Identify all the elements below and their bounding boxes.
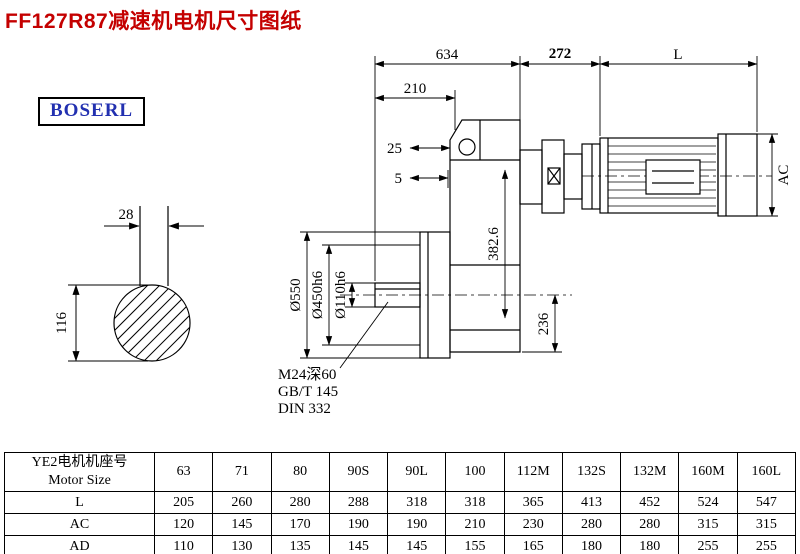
page-title: FF127R87减速机电机尺寸图纸 (5, 10, 302, 33)
cell-AC-2: 170 (270, 513, 330, 536)
centerlines (340, 175, 772, 296)
size-col-3: 90S (328, 452, 389, 492)
dim-236-label: 236 (536, 312, 552, 335)
size-col-8: 132M (620, 452, 680, 492)
dim-634-label: 634 (436, 47, 459, 63)
cell-AD-8: 180 (620, 535, 680, 554)
cell-AC-9: 315 (678, 513, 738, 536)
note-tap-label: M24深60 (278, 366, 336, 383)
cell-L-2: 280 (270, 491, 330, 514)
cell-L-5: 318 (445, 491, 505, 514)
dia-550-label: Ø550 (288, 278, 304, 311)
cell-L-10: 547 (736, 491, 797, 514)
cell-AC-7: 280 (561, 513, 622, 536)
cell-AD-4: 145 (387, 535, 447, 554)
row-AD-label: AD (4, 535, 155, 554)
cell-AD-0: 110 (153, 535, 214, 554)
cell-AC-5: 210 (445, 513, 505, 536)
cell-AC-4: 190 (387, 513, 447, 536)
cell-AC-3: 190 (328, 513, 389, 536)
cell-AD-9: 255 (678, 535, 738, 554)
cell-AD-10: 255 (736, 535, 797, 554)
cell-L-0: 205 (153, 491, 214, 514)
ac-dimension-lines (757, 133, 778, 217)
tap-note-leader (339, 301, 389, 369)
cell-AC-10: 315 (736, 513, 797, 536)
table-row: AD 110 130 135 145 145 155 165 180 180 2… (4, 535, 797, 554)
size-col-6: 112M (503, 452, 563, 492)
dia-110-label: Ø110h6 (333, 271, 349, 319)
cell-L-6: 365 (503, 491, 563, 514)
dim-28-label: 28 (119, 207, 134, 223)
cell-L-8: 452 (620, 491, 680, 514)
gearbox-outline (374, 119, 521, 359)
motor-outline (519, 133, 758, 217)
size-col-10: 160L (736, 452, 797, 492)
row-L-label: L (4, 491, 155, 514)
cell-L-3: 288 (328, 491, 389, 514)
shaft-section-dims (68, 222, 204, 362)
top-dimension-lines (374, 56, 758, 281)
dim-116-label: 116 (54, 312, 70, 334)
diameter-dimension-lines (300, 231, 420, 359)
cell-AD-2: 135 (270, 535, 330, 554)
size-col-2: 80 (270, 452, 330, 492)
cell-L-4: 318 (387, 491, 447, 514)
cell-AD-1: 130 (212, 535, 272, 554)
size-col-9: 160M (678, 452, 738, 492)
row-AC-label: AC (4, 513, 155, 536)
note-gb-label: GB/T 145 (278, 384, 338, 400)
dim-5-label: 5 (395, 171, 403, 187)
size-col-0: 63 (153, 452, 214, 492)
cell-AC-1: 145 (212, 513, 272, 536)
table-row: L 205 260 280 288 318 318 365 413 452 52… (4, 491, 797, 514)
size-col-7: 132S (561, 452, 622, 492)
technical-drawing: 28 116 (54, 46, 792, 417)
cell-L-9: 524 (678, 491, 738, 514)
dim-272-label: 272 (549, 46, 572, 62)
cell-AD-3: 145 (328, 535, 389, 554)
cell-AC-6: 230 (503, 513, 563, 536)
table-header-line2: Motor Size (48, 473, 111, 488)
brand-logo: BOSERL (38, 97, 146, 126)
cell-AC-0: 120 (153, 513, 214, 536)
dim-210-label: 210 (404, 81, 427, 97)
size-col-5: 100 (445, 452, 505, 492)
cell-L-7: 413 (561, 491, 622, 514)
cell-AD-6: 165 (503, 535, 563, 554)
size-col-1: 71 (212, 452, 272, 492)
dim-25-label: 25 (387, 141, 402, 157)
dim-382-label: 382.6 (486, 227, 502, 261)
table-header-line1: YE2电机机座号 (31, 455, 128, 470)
dim-L-label: L (673, 47, 682, 63)
dia-450-label: Ø450h6 (310, 270, 326, 319)
dim-AC-label: AC (776, 165, 792, 186)
table-header-motor-size: YE2电机机座号 Motor Size (4, 452, 155, 492)
motor-size-table: YE2电机机座号 Motor Size 63 71 80 90S 90L 100… (4, 452, 797, 554)
cell-AD-7: 180 (561, 535, 622, 554)
table-row: AC 120 145 170 190 190 210 230 280 280 3… (4, 513, 797, 536)
shaft-section-view (113, 206, 191, 362)
cell-AC-8: 280 (620, 513, 680, 536)
note-din-label: DIN 332 (278, 401, 331, 417)
vertical-dimension-lines (501, 169, 562, 353)
cell-AD-5: 155 (445, 535, 505, 554)
size-col-4: 90L (387, 452, 447, 492)
cell-L-1: 260 (212, 491, 272, 514)
